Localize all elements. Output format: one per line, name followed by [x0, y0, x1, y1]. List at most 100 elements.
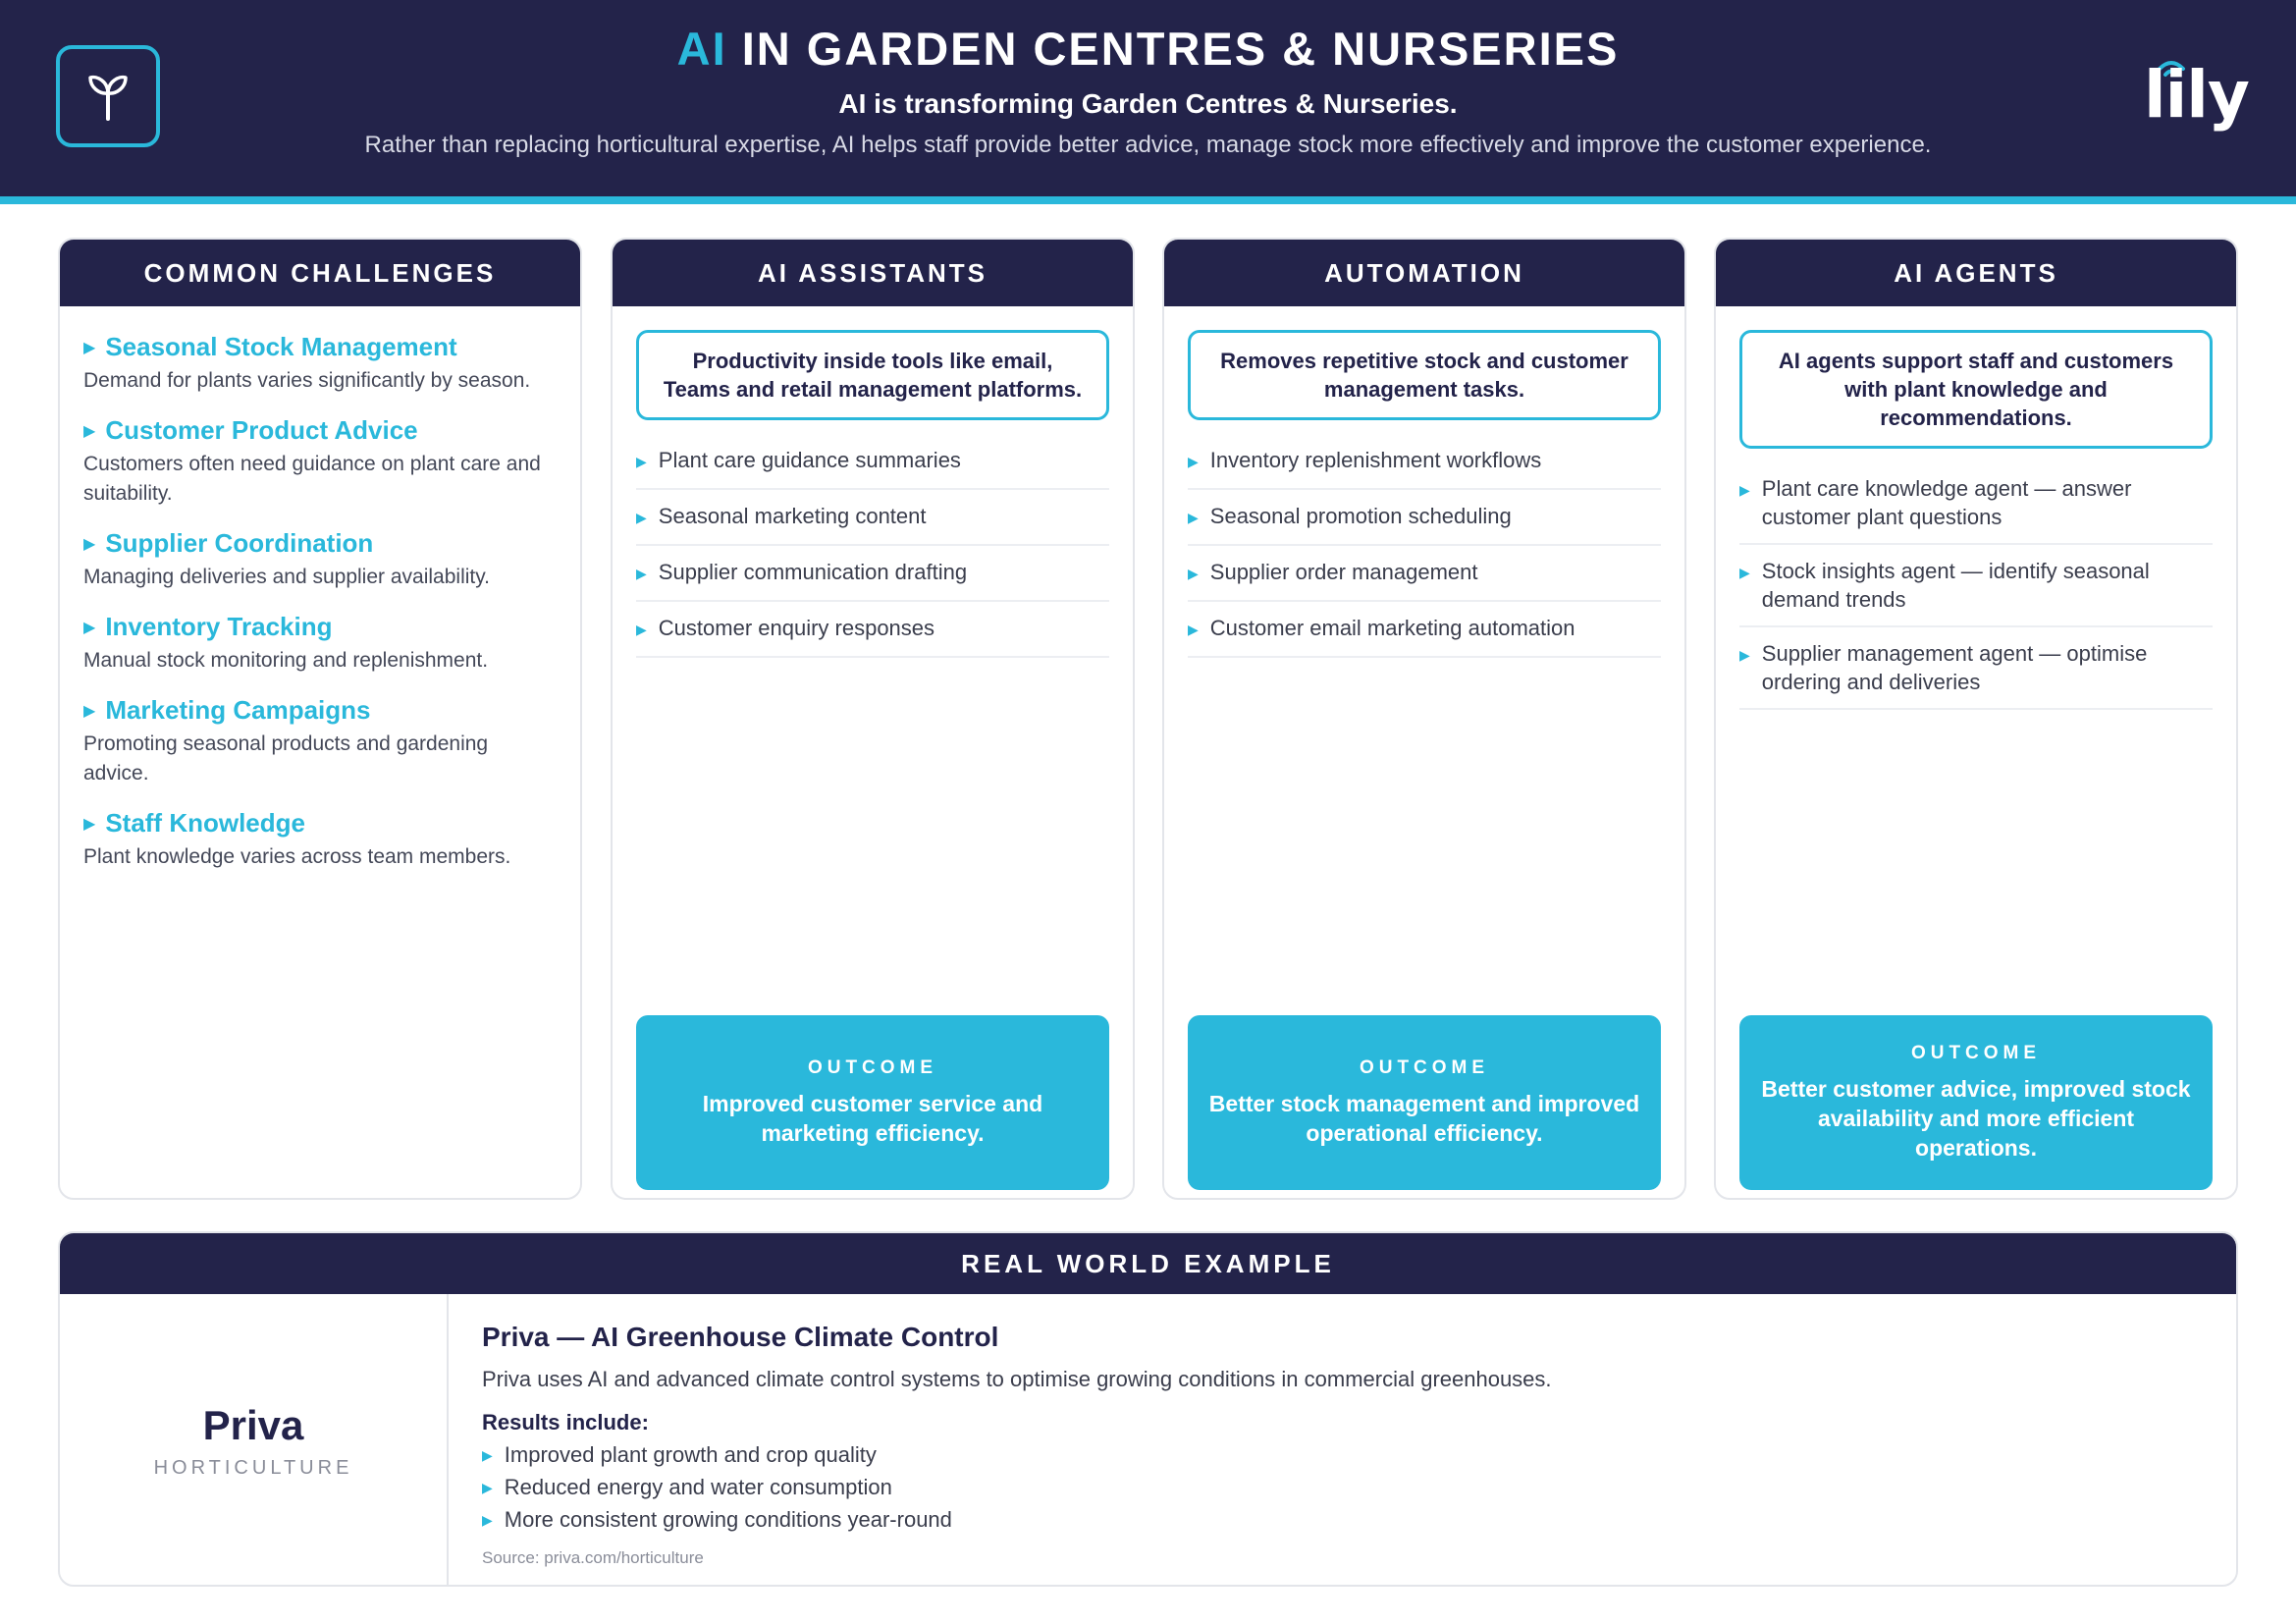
challenge-desc: Demand for plants varies significantly b… [83, 369, 531, 392]
assistants-panel: AI ASSISTANTS Productivity inside tools … [611, 238, 1135, 1200]
page-description: Rather than replacing horticultural expe… [364, 132, 1932, 158]
example-title: Priva — AI Greenhouse Climate Control [482, 1322, 999, 1352]
list-item: ▶ Seasonal promotion scheduling [1188, 490, 1661, 546]
challenge-desc: Customers often need guidance on plant c… [83, 453, 541, 505]
challenge-desc: Promoting seasonal products and gardenin… [83, 732, 489, 785]
agents-heading: AI AGENTS [1716, 240, 2236, 306]
outcome-label: OUTCOME [807, 1057, 938, 1078]
company-name: Priva [202, 1401, 304, 1448]
challenge-desc: Plant knowledge varies across team membe… [83, 845, 511, 868]
result-item: ▶ Improved plant growth and crop quality [482, 1442, 2210, 1468]
automation-intro: Removes repetitive stock and customer ma… [1188, 330, 1661, 420]
list-item-text: Plant care knowledge agent — answer cust… [1761, 476, 2132, 529]
list-item-text: Inventory replenishment workflows [1209, 448, 1542, 472]
triangle-bullet-icon: ▶ [482, 1511, 493, 1528]
triangle-bullet-icon: ▶ [83, 619, 96, 636]
triangle-bullet-icon: ▶ [83, 815, 96, 833]
triangle-bullet-icon: ▶ [636, 510, 647, 525]
challenge-item: ▶Staff Knowledge Plant knowledge varies … [83, 808, 557, 872]
logo-badge [56, 45, 160, 147]
challenge-title: Supplier Coordination [105, 528, 374, 558]
list-item-text: Plant care guidance summaries [658, 448, 961, 472]
list-item: ▶ Supplier order management [1188, 546, 1661, 602]
example-description: Priva uses AI and advanced climate contr… [482, 1367, 1552, 1391]
wifi-signal-icon [2158, 61, 2185, 77]
outcome-label: OUTCOME [1910, 1043, 2042, 1063]
list-item: ▶Supplier communication drafting [636, 546, 1109, 602]
list-item: ▶ Stock insights agent — identify seasona… [1739, 545, 2213, 627]
list-item-text: Supplier order management [1209, 560, 1478, 584]
challenge-title: Marketing Campaigns [105, 695, 371, 725]
assistants-outcome-box: OUTCOME Improved customer service and ma… [636, 1015, 1109, 1190]
triangle-bullet-icon: ▶ [83, 422, 96, 440]
triangle-bullet-icon: ▶ [636, 454, 647, 469]
challenge-item: ▶ Customer Product Advice Customers often… [83, 415, 557, 509]
agents-outcome-box: OUTCOME Better customer advice, improved… [1739, 1015, 2213, 1190]
outcome-text: Better customer advice, improved stock a… [1761, 1076, 2191, 1161]
challenge-desc: Managing deliveries and supplier availab… [83, 566, 491, 588]
agents-panel: AI AGENTS AI agents support staff and cu… [1714, 238, 2238, 1200]
list-item: ▶ Plant care guidance summaries [636, 434, 1109, 490]
result-item: ▶More consistent growing conditions year… [482, 1507, 2210, 1533]
list-item: ▶ Customer enquiry responses [636, 602, 1109, 658]
automation-heading: AUTOMATION [1164, 240, 1684, 306]
automation-panel: AUTOMATION Removes repetitive stock and … [1162, 238, 1686, 1200]
triangle-bullet-icon: ▶ [1739, 647, 1750, 663]
result-text: Improved plant growth and crop quality [504, 1442, 877, 1467]
assistants-body: Productivity inside tools like email, Te… [613, 306, 1133, 1198]
triangle-bullet-icon: ▶ [482, 1479, 493, 1495]
triangle-bullet-icon: ▶ [1739, 482, 1750, 498]
automation-body: Removes repetitive stock and customer ma… [1164, 306, 1684, 1198]
challenge-title: Seasonal Stock Management [105, 332, 457, 361]
outcome-label: OUTCOME [1359, 1057, 1490, 1078]
list-item: ▶ Customer email marketing automation [1188, 602, 1661, 658]
brand-logo-text: lily [2144, 57, 2250, 133]
challenge-item: ▶ Inventory Tracking Manual stock monitor… [83, 612, 557, 676]
result-text: Reduced energy and water consumption [504, 1475, 892, 1499]
source-link[interactable]: Source: priva.com/horticulture [482, 1548, 704, 1567]
triangle-bullet-icon: ▶ [83, 702, 96, 720]
page-title: AI IN GARDEN CENTRES & NURSERIES [0, 22, 2296, 76]
triangle-bullet-icon: ▶ [1188, 454, 1199, 469]
page-subtitle: AI is transforming Garden Centres & Nurs… [838, 88, 1458, 119]
automation-outcome-box: OUTCOME Better stock management and impr… [1188, 1015, 1661, 1190]
header-accent-line [0, 196, 2296, 204]
triangle-bullet-icon: ▶ [1188, 622, 1199, 637]
triangle-bullet-icon: ▶ [1739, 565, 1750, 580]
list-item-text: Stock insights agent — identify seasonal… [1761, 559, 2150, 612]
outcome-text: Better stock management and improved ope… [1208, 1091, 1640, 1146]
challenge-desc: Manual stock monitoring and replenishmen… [83, 649, 489, 672]
list-item-text: Seasonal promotion scheduling [1209, 504, 1512, 528]
example-details: Priva — AI Greenhouse Climate Control Pr… [482, 1322, 2210, 1568]
triangle-bullet-icon: ▶ [482, 1446, 493, 1463]
triangle-bullet-icon: ▶ [1188, 510, 1199, 525]
company-sector: HORTICULTURE [153, 1456, 353, 1479]
triangle-bullet-icon: ▶ [636, 622, 647, 637]
agents-body: AI agents support staff and customers wi… [1716, 306, 2236, 1198]
triangle-bullet-icon: ▶ [636, 566, 647, 581]
page-title-rest: IN GARDEN CENTRES & NURSERIES [726, 23, 1620, 75]
triangle-bullet-icon: ▶ [1188, 566, 1199, 581]
list-item: ▶ Seasonal marketing content [636, 490, 1109, 546]
list-item-text: Seasonal marketing content [658, 504, 927, 528]
challenge-item: ▶Seasonal Stock Management Demand for pl… [83, 332, 557, 396]
page-title-accent: AI [676, 23, 727, 75]
agents-intro: AI agents support staff and customers wi… [1739, 330, 2213, 449]
list-item-text: Customer enquiry responses [658, 616, 935, 640]
list-item-text: Customer email marketing automation [1209, 616, 1575, 640]
challenge-title: Inventory Tracking [105, 612, 333, 641]
challenge-item: ▶ Marketing Campaigns Promoting seasonal … [83, 695, 557, 788]
challenges-panel: COMMON CHALLENGES ▶Seasonal Stock Manage… [58, 238, 582, 1200]
company-card: Priva HORTICULTURE [60, 1294, 449, 1585]
assistants-intro: Productivity inside tools like email, Te… [636, 330, 1109, 420]
list-item: ▶ Plant care knowledge agent — answer cus… [1739, 462, 2213, 545]
header-banner: AI IN GARDEN CENTRES & NURSERIES AI is t… [0, 0, 2296, 196]
list-item-text: Supplier management agent — optimise ord… [1761, 641, 2148, 694]
result-item: ▶ Reduced energy and water consumption [482, 1475, 2210, 1500]
outcome-text: Improved customer service and marketing … [702, 1091, 1043, 1146]
challenge-title: Customer Product Advice [105, 415, 418, 445]
list-item: ▶ Supplier management agent — optimise or… [1739, 627, 2213, 710]
triangle-bullet-icon: ▶ [83, 535, 96, 553]
real-world-example-panel: REAL WORLD EXAMPLE Priva HORTICULTURE Pr… [58, 1231, 2238, 1587]
example-heading: REAL WORLD EXAMPLE [60, 1233, 2236, 1294]
